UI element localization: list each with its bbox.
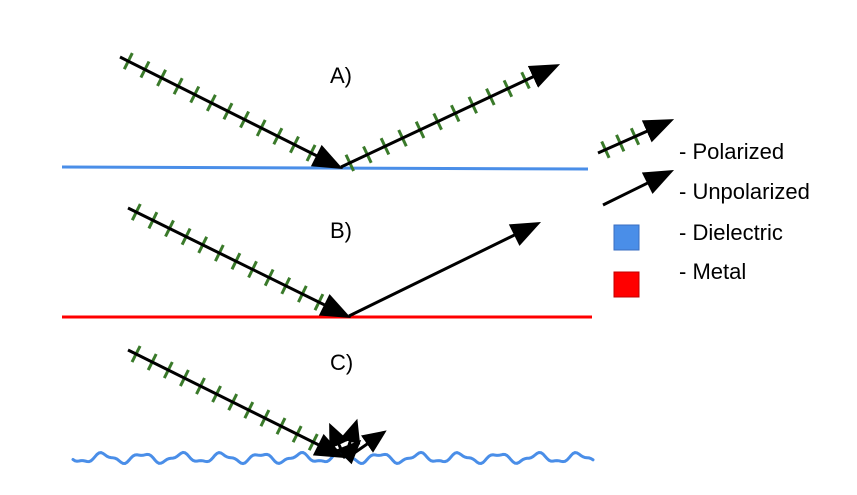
legend-unpolarized-arrow	[602, 170, 675, 207]
rough-surface-line	[71, 450, 595, 466]
legend: - Polarized - Unpolarized - Dielectric -…	[597, 119, 810, 298]
panel-c-label: C)	[330, 350, 353, 375]
scattered-ray-c-4	[336, 439, 362, 465]
legend-unpolarized-label: - Unpolarized	[679, 179, 810, 204]
incident-ray-b	[127, 206, 352, 318]
panel-a-label: A)	[330, 63, 352, 88]
reflected-ray-b	[348, 222, 542, 318]
reflected-ray-a	[340, 64, 561, 169]
legend-polarized-arrow	[597, 119, 675, 155]
dielectric-surface-line	[61, 165, 589, 171]
incident-ray-c	[127, 348, 346, 459]
panel-b-label: B)	[330, 218, 352, 243]
legend-metal-swatch	[613, 271, 640, 298]
incident-ray-a	[119, 55, 344, 170]
legend-dielectric-label: - Dielectric	[679, 220, 783, 245]
legend-polarized-label: - Polarized	[679, 139, 784, 164]
legend-dielectric-swatch	[613, 224, 640, 251]
legend-metal-label: - Metal	[679, 259, 746, 284]
